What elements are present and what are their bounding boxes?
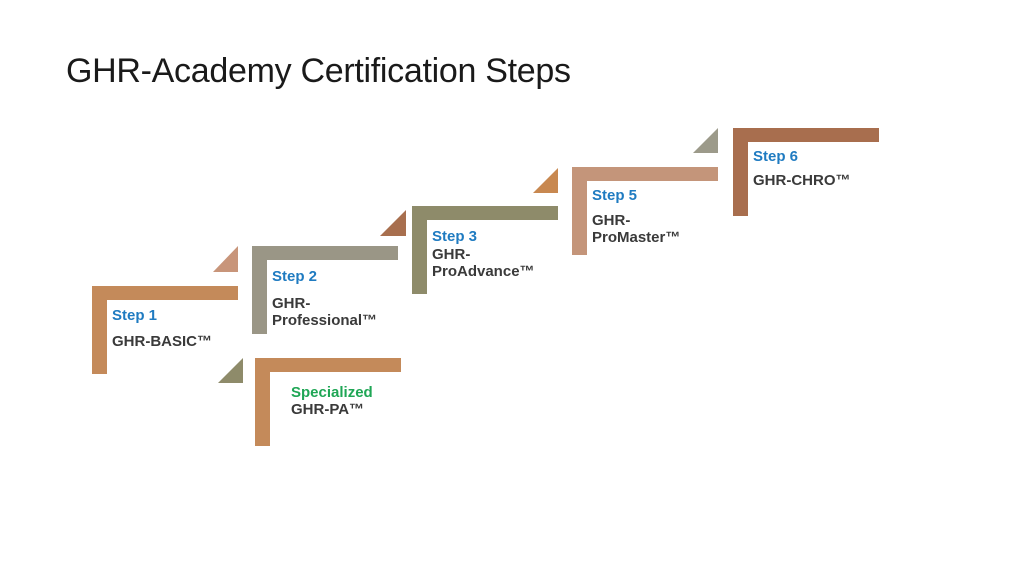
specialized-bracket-side xyxy=(255,358,270,446)
step-5-bracket-top xyxy=(572,167,718,181)
step-3-label: Step 3 xyxy=(432,228,478,245)
specialized-triangle-icon xyxy=(218,358,243,383)
step-2-bracket-side xyxy=(252,246,267,334)
step-6-label: Step 6 xyxy=(753,148,799,165)
step-2-name-line1: GHR- xyxy=(272,295,311,312)
step-5-bracket-side xyxy=(572,167,587,255)
step-5-label: Step 5 xyxy=(592,187,638,204)
step-6-bracket-top xyxy=(733,128,879,142)
step-1-triangle-icon xyxy=(213,246,238,272)
step-5-name-line1: GHR- xyxy=(592,212,631,229)
specialized-bracket-top xyxy=(255,358,401,372)
specialized-name: GHR-PA™ xyxy=(291,401,365,418)
step-2-triangle-icon xyxy=(380,210,406,236)
step-2-bracket-top xyxy=(252,246,398,260)
step-2-name-line2: Professional™ xyxy=(272,312,378,329)
page-title: GHR-Academy Certification Steps xyxy=(66,52,571,90)
step-1-bracket-top xyxy=(92,286,238,300)
step-3-bracket-side xyxy=(412,206,427,294)
step-1-name: GHR-BASIC™ xyxy=(112,333,212,350)
step-5-triangle-icon xyxy=(693,128,718,153)
step-6-name: GHR-CHRO™ xyxy=(753,172,851,189)
step-1-label: Step 1 xyxy=(112,307,158,324)
step-5-name-line2: ProMaster™ xyxy=(592,229,681,246)
step-3-name-line2: ProAdvance™ xyxy=(432,263,535,280)
step-1-bracket-side xyxy=(92,286,107,374)
specialized-label: Specialized xyxy=(291,384,373,401)
step-6-bracket-side xyxy=(733,128,748,216)
step-3-name-line1: GHR- xyxy=(432,246,471,263)
step-3-bracket-top xyxy=(412,206,558,220)
step-2-label: Step 2 xyxy=(272,268,318,285)
step-3-triangle-icon xyxy=(533,168,558,193)
